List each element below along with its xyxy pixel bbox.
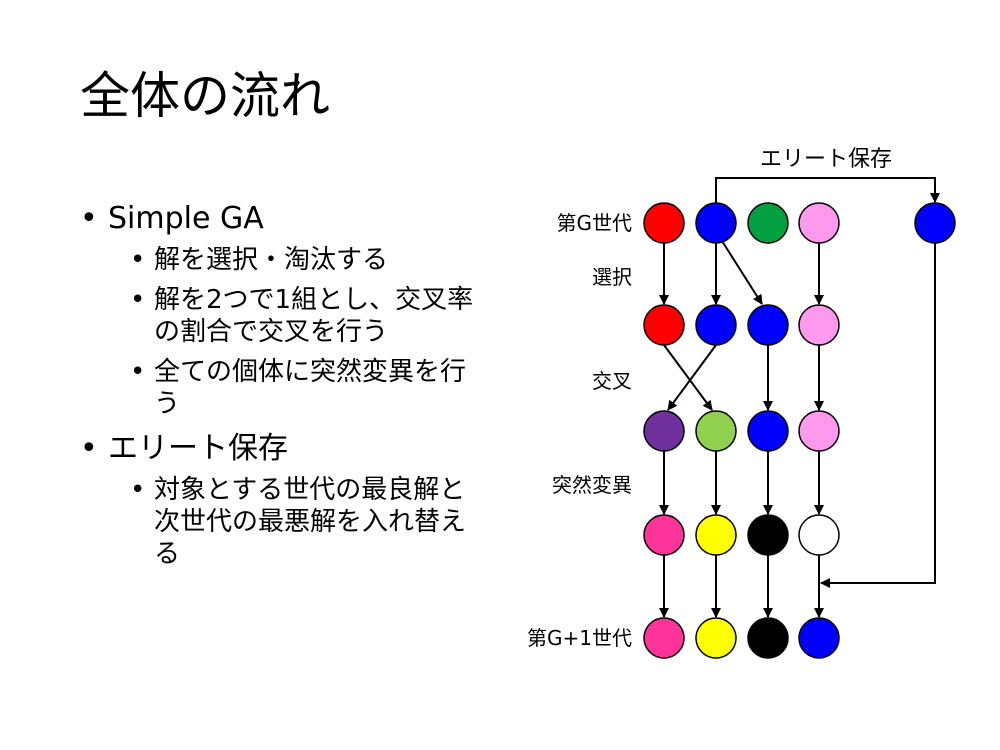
selection-arrow-3 <box>721 240 763 305</box>
row-label-selection: 選択 <box>592 265 632 289</box>
individual-node-r0-c0 <box>643 202 685 244</box>
individual-node-r0-c3 <box>798 202 840 244</box>
individual-node-r1-c2 <box>747 304 789 346</box>
individual-node-r1-c1 <box>695 304 737 346</box>
elite-return-arrow <box>820 243 936 588</box>
row-label-gen-g-plus-1: 第G+1世代 <box>527 626 632 650</box>
slide-title: 全体の流れ <box>80 67 330 125</box>
sub-bullet-elite-swap: 対象とする世代の最良解と次世代の最悪解を入れ替える <box>80 474 484 570</box>
bullet-simple-ga: Simple GA <box>80 200 520 238</box>
row-label-mutation: 突然変異 <box>552 473 632 497</box>
individual-node-r4-c3 <box>798 617 840 659</box>
individual-node-r3-c1 <box>695 514 737 556</box>
individual-node-r0-c1 <box>695 202 737 244</box>
sub-bullet-crossover: 解を2つで1組とし、交叉率の割合で交叉を行う <box>80 284 484 348</box>
sub-bullet-selection: 解を選択・淘汰する <box>80 244 484 276</box>
crossover-arrow-2 <box>667 344 717 411</box>
individual-node-r0-c2 <box>747 202 789 244</box>
bullet-elite: エリート保存 <box>80 430 520 468</box>
individual-node-r1-c3 <box>798 304 840 346</box>
simple-ga-sublist: 解を選択・淘汰する 解を2つで1組とし、交叉率の割合で交叉を行う 全ての個体に突… <box>80 244 520 420</box>
row-label-crossover: 交叉 <box>592 369 632 393</box>
bullet-list: Simple GA 解を選択・淘汰する 解を2つで1組とし、交叉率の割合で交叉を… <box>80 200 520 580</box>
individual-node-r4-c0 <box>643 617 685 659</box>
individual-node-r2-c2 <box>747 410 789 452</box>
elite-sublist: 対象とする世代の最良解と次世代の最悪解を入れ替える <box>80 474 520 570</box>
elite-copy-arrow <box>715 177 940 203</box>
individual-node-r4-c2 <box>747 617 789 659</box>
individual-nodes <box>643 202 956 659</box>
elite-label: エリート保存 <box>760 147 892 172</box>
individual-node-r3-c0 <box>643 514 685 556</box>
individual-node-r3-c2 <box>747 514 789 556</box>
flow-arrows <box>659 177 940 618</box>
individual-node-r2-c3 <box>798 410 840 452</box>
elite-node <box>914 202 956 244</box>
individual-node-r2-c1 <box>695 410 737 452</box>
individual-node-r3-c3 <box>798 514 840 556</box>
individual-node-r2-c0 <box>643 410 685 452</box>
individual-node-r1-c0 <box>643 304 685 346</box>
individual-node-r4-c1 <box>695 617 737 659</box>
crossover-arrow-1 <box>663 344 713 411</box>
sub-bullet-mutation: 全ての個体に突然変異を行う <box>80 356 484 420</box>
row-label-gen-g: 第G世代 <box>557 211 633 235</box>
